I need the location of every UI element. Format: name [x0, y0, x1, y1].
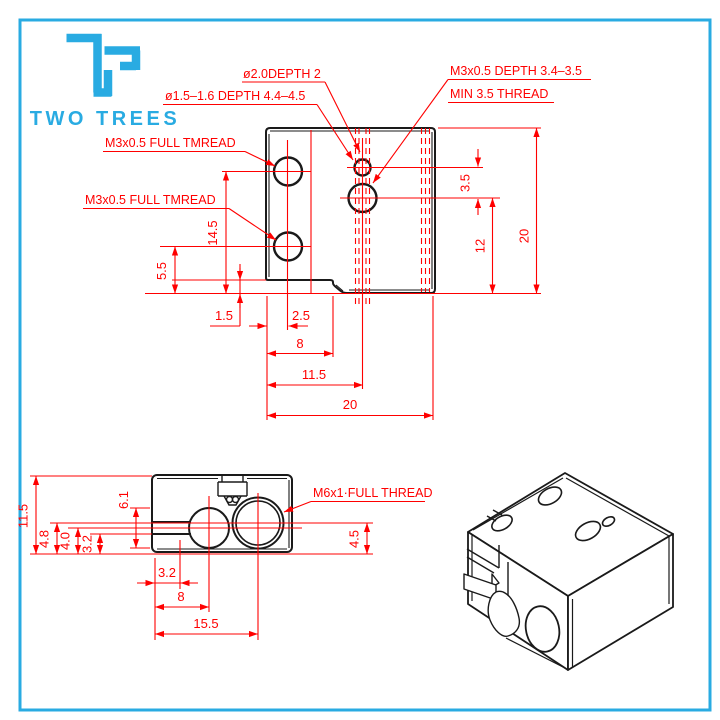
front-view-dimensions: 5.5 14.5 1.5 2.5 8 11.5 20 3.5 1 [154, 128, 540, 419]
iso-top-holes [491, 486, 616, 542]
dim-20-right: 20 [517, 229, 532, 243]
sheet-border [18, 18, 712, 712]
dim-3-2-side: 3.2 [80, 535, 95, 553]
block-outline-top [151, 474, 293, 553]
dim-11-5: 11.5 [302, 367, 326, 382]
brand-logo-text: TWO TREES [30, 108, 180, 130]
callout-m3-depth-line1: M3x0.5 DEPTH 3.4–3.5 [450, 64, 582, 78]
dim-11-5-depth: 11.5 [16, 504, 31, 528]
iso-hole-rear [537, 486, 563, 506]
dim-5-5: 5.5 [154, 262, 169, 280]
dim-2-5: 2.5 [292, 308, 310, 323]
front-view-geometry [265, 127, 436, 294]
dim-14-5: 14.5 [205, 220, 220, 245]
callout-pin-hole: ø1.5–1.6 DEPTH 4.4–4.5 [165, 89, 305, 103]
callout-m6-thread: M6x1·FULL THREAD [313, 486, 432, 500]
block-chamfer-lines [268, 130, 433, 292]
dim-6-1: 6.1 [116, 491, 131, 509]
dim-8-top-view: 8 [177, 589, 184, 604]
block-outline [265, 127, 436, 294]
front-view: 5.5 14.5 1.5 2.5 8 11.5 20 3.5 1 [83, 64, 591, 420]
top-view: 11.5 4.8 4.0 3.2 6.1 3.2 8 15.5 4.5 M6x1… [16, 474, 432, 640]
iso-view [463, 472, 674, 671]
dim-8: 8 [296, 336, 303, 351]
dim-3-5: 3.5 [458, 174, 473, 192]
dim-12: 12 [473, 239, 488, 253]
callout-m3-full-lower: M3x0.5 FULL TMREAD [85, 193, 216, 207]
top-view-dimensions: 11.5 4.8 4.0 3.2 6.1 3.2 8 15.5 4.5 [16, 476, 371, 638]
iso-slot-detail [463, 509, 521, 637]
dim-4-8: 4.8 [37, 530, 52, 548]
block-chamfer-lines-top [157, 477, 290, 550]
top-view-callouts: M6x1·FULL THREAD [283, 486, 432, 513]
iso-hole-sensor [491, 514, 513, 532]
set-screw-detail [217, 476, 248, 506]
dim-3-2-bottom: 3.2 [158, 565, 176, 580]
iso-right-face [567, 533, 674, 671]
iso-faces [467, 472, 674, 671]
front-view-callouts: ø2.0DEPTH 2 ø1.5–1.6 DEPTH 4.4–4.5 M3x0.… [83, 64, 591, 241]
iso-m6-hole [524, 605, 561, 653]
dim-1-5: 1.5 [215, 308, 233, 323]
callout-m3-full-upper: M3x0.5 FULL TMREAD [105, 136, 236, 150]
dim-4-0: 4.0 [58, 532, 73, 550]
iso-hole-front [574, 520, 602, 542]
front-view-centerlines [145, 127, 541, 420]
dim-15-5: 15.5 [193, 616, 218, 631]
callout-hole-depth: ø2.0DEPTH 2 [243, 67, 321, 81]
iso-hole-small [601, 515, 616, 528]
brand-logo [66, 33, 141, 97]
top-view-geometry [151, 474, 293, 553]
dim-20-bottom: 20 [343, 397, 357, 412]
dim-4-5: 4.5 [347, 530, 362, 548]
callout-m3-depth-line2: MIN 3.5 THREAD [450, 87, 548, 101]
